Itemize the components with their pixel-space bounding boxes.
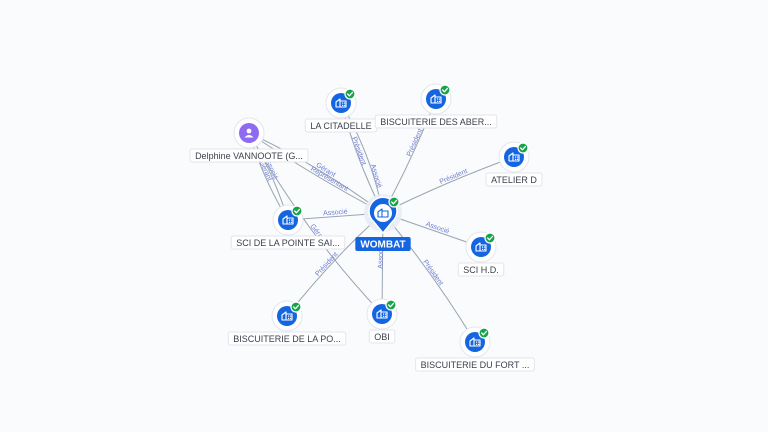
company-icon — [335, 98, 347, 108]
node-label: Delphine VANNOOTE (G... — [195, 151, 303, 161]
node-scihd[interactable]: SCI H.D. — [457, 231, 505, 277]
verified-check-icon — [439, 84, 451, 96]
company-icon — [508, 152, 520, 162]
node-label-box — [227, 331, 347, 346]
node-label: LA CITADELLE — [310, 121, 371, 131]
verified-check-icon — [388, 196, 400, 208]
node-biscpo[interactable]: BISCUITERIE DE LA PO... — [227, 300, 347, 346]
company-icon — [376, 309, 388, 319]
node-fort[interactable]: BISCUITERIE DU FORT ... — [415, 326, 535, 372]
verified-check-icon — [517, 142, 529, 154]
center-label-box — [355, 237, 411, 251]
node-label-box — [230, 235, 346, 250]
edge-label: Associé — [378, 244, 385, 269]
node-label-box — [485, 172, 543, 187]
node-atelier[interactable]: ATELIER D — [485, 141, 543, 187]
edge-label: Président — [439, 168, 469, 186]
node-label-box — [415, 357, 535, 372]
edge-label: Président — [421, 259, 444, 287]
verified-check-icon — [478, 327, 490, 339]
node-delphine[interactable]: Delphine VANNOOTE (G... — [189, 117, 309, 163]
verified-check-icon — [484, 232, 496, 244]
node-aber[interactable]: BISCUITERIE DES ABER... — [374, 83, 498, 129]
node-label: SCI DE LA POINTE SAI... — [236, 238, 340, 248]
verified-check-icon — [291, 205, 303, 217]
node-label: BISCUITERIE DU FORT ... — [421, 360, 530, 370]
edge-label: Président — [406, 128, 425, 158]
node-label: BISCUITERIE DE LA PO... — [233, 334, 341, 344]
company-icon — [377, 208, 389, 218]
company-icon — [469, 337, 481, 347]
company-icon — [282, 215, 294, 225]
node-label-box — [368, 329, 396, 344]
node-wombat[interactable]: WOMBAT — [355, 194, 411, 251]
node-label-box — [189, 148, 309, 163]
verified-check-icon — [290, 301, 302, 313]
edge-wombat-fort-8 — [382, 212, 476, 343]
node-pointe[interactable]: SCI DE LA POINTE SAI... — [230, 204, 346, 250]
node-citadelle[interactable]: LA CITADELLE — [304, 87, 378, 133]
person-icon — [244, 128, 254, 138]
company-icon — [281, 311, 293, 321]
node-obi[interactable]: OBI — [366, 298, 398, 344]
nodes-layer: Delphine VANNOOTE (G... LA CITADELLE BISCU… — [189, 83, 543, 372]
node-label: BISCUITERIE DES ABER... — [380, 117, 492, 127]
edge-wombat-biscpo-6 — [286, 212, 384, 317]
node-label-box — [457, 262, 505, 277]
verified-check-icon — [385, 299, 397, 311]
company-icon — [430, 94, 442, 104]
verified-check-icon — [344, 88, 356, 100]
edge-label: Président — [314, 251, 339, 278]
edge-label: Associé — [425, 221, 451, 236]
company-icon — [475, 242, 487, 252]
node-label: ATELIER D — [491, 175, 537, 185]
center-layer: WOMBAT — [355, 194, 411, 251]
edge-label: Associé — [369, 163, 383, 189]
node-label: SCI H.D. — [463, 265, 499, 275]
node-label: OBI — [374, 332, 390, 342]
edge-label: Associé — [323, 209, 348, 218]
center-label: WOMBAT — [360, 240, 405, 251]
node-label-box — [374, 114, 498, 129]
